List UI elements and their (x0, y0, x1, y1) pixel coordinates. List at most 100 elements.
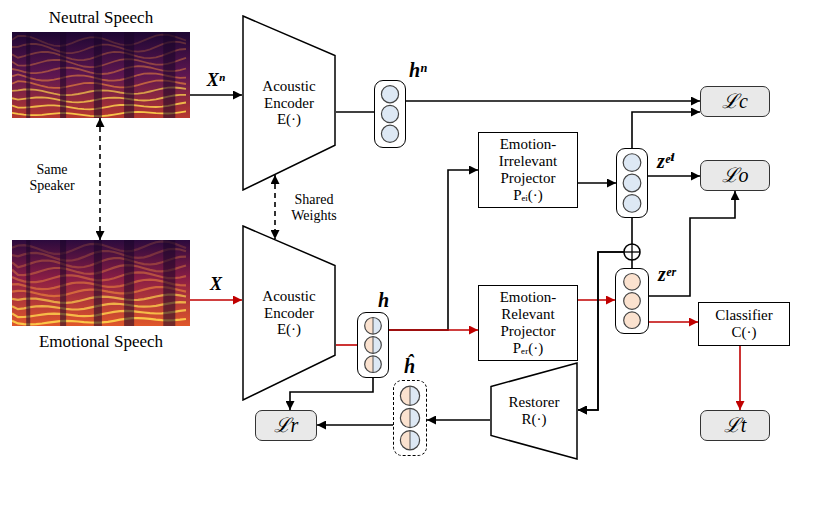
node-text: Emotion-Irrelevant Projector (482, 136, 574, 186)
spectrogram-image (12, 240, 190, 326)
silence-band (26, 32, 30, 118)
vector-circle (623, 174, 641, 192)
sum-symbol-stroke (624, 251, 640, 252)
feature-vector: zᵉⁱ (616, 148, 648, 218)
circle-divider (373, 317, 374, 334)
edge-label: Xⁿ (205, 70, 227, 91)
connector (336, 111, 374, 113)
projector-box: Emotion-Relevant ProjectorPₑᵣ(·) (478, 285, 578, 361)
node-text: ℒo (722, 164, 749, 186)
node-label: h (378, 289, 389, 312)
node-text-group: Acoustic EncoderE(·) (257, 78, 321, 128)
node-text: Emotion-Relevant Projector (482, 289, 574, 339)
connector (427, 419, 490, 421)
half-circle (400, 386, 410, 405)
half-circle (365, 356, 373, 373)
vector-circle (365, 317, 382, 334)
loss-box: ℒc (700, 86, 770, 117)
vector-circle (381, 125, 398, 142)
spectrogram-ground (12, 32, 190, 118)
connector (190, 94, 242, 96)
node-text: R(·) (521, 411, 546, 428)
silence-band (124, 240, 134, 326)
half-circle (410, 386, 420, 405)
node-text-group: Acoustic EncoderE(·) (257, 288, 321, 338)
node-label: zᵉʳ (658, 263, 676, 286)
half-circle (400, 408, 410, 427)
connector (274, 175, 276, 239)
vector-circle (624, 273, 641, 290)
connector (406, 100, 700, 102)
connector (578, 182, 616, 184)
silence-band (163, 32, 175, 118)
edge-label: X (208, 274, 224, 295)
vector-circle (400, 408, 419, 427)
node-text: Acoustic Encoder (257, 288, 321, 322)
node-text-group: Emotion-Irrelevant ProjectorPₑᵢ(·) (482, 136, 574, 203)
feature-vector: h (357, 312, 389, 378)
connector (317, 424, 393, 426)
vector-circles (375, 81, 405, 147)
node-label: hⁿ (409, 59, 427, 82)
node-label: zᵉⁱ (657, 149, 675, 173)
half-circle (410, 408, 420, 427)
spectrogram: Neutral Speech (12, 32, 190, 118)
half-circle (410, 431, 420, 450)
half-circle (373, 356, 381, 373)
silence-band (60, 32, 66, 118)
loss-box: ℒt (700, 410, 770, 441)
connector (290, 378, 373, 410)
connector (578, 299, 615, 301)
projector-box: Emotion-Irrelevant ProjectorPₑᵢ(·) (478, 132, 578, 208)
vector-circle (365, 356, 382, 373)
sum-symbol (624, 244, 640, 260)
node-text-group: ClassifierC(·) (715, 307, 773, 341)
vector-circle (400, 431, 419, 450)
trapezoid-shape (243, 226, 335, 400)
circle-divider (410, 431, 411, 450)
vector-circle (623, 154, 641, 172)
node-text: C(·) (732, 324, 757, 341)
vector-circle (623, 195, 641, 213)
node-label: ĥ (404, 355, 415, 378)
edge-label: Same Speaker (19, 162, 85, 194)
node-label: Neutral Speech (12, 8, 190, 28)
connector (632, 112, 700, 148)
vector-circles (616, 269, 648, 333)
half-circle (365, 317, 373, 334)
node-text: ℒr (274, 414, 299, 436)
node-text-group: Emotion-Relevant ProjectorPₑᵣ(·) (482, 289, 574, 356)
feature-vector: zᵉʳ (615, 268, 649, 334)
node-text: Acoustic Encoder (257, 78, 321, 112)
silence-band (163, 240, 175, 326)
connector (649, 191, 735, 296)
sum-symbol-stroke (631, 244, 632, 260)
trapezoid-shape (243, 16, 335, 190)
circle-divider (373, 337, 374, 354)
vector-circle (400, 386, 419, 405)
connector (648, 175, 700, 177)
node-text-group: ℒr (274, 414, 299, 436)
loss-box: ℒo (700, 160, 770, 191)
vector-circle (365, 337, 382, 354)
spectrogram: Emotional Speech (12, 240, 190, 326)
spectrogram-ground (12, 240, 190, 326)
feature-vector: hⁿ (374, 80, 406, 148)
connector (190, 299, 242, 301)
connector (336, 344, 357, 346)
silence-band (60, 240, 66, 326)
silence-band (26, 240, 30, 326)
circle-divider (373, 356, 374, 373)
encoder-trapezoid: Acoustic EncoderE(·) (242, 15, 336, 191)
half-circle (373, 337, 381, 354)
spectrogram-image (12, 32, 190, 118)
vector-circle (381, 86, 398, 103)
vector-circle (624, 293, 641, 310)
silence-band (94, 240, 102, 326)
classifier-box: ClassifierC(·) (698, 302, 790, 346)
node-text-group: ℒc (722, 90, 748, 112)
connector (389, 329, 478, 331)
half-circle (373, 317, 381, 334)
node-text: ℒc (722, 90, 748, 112)
